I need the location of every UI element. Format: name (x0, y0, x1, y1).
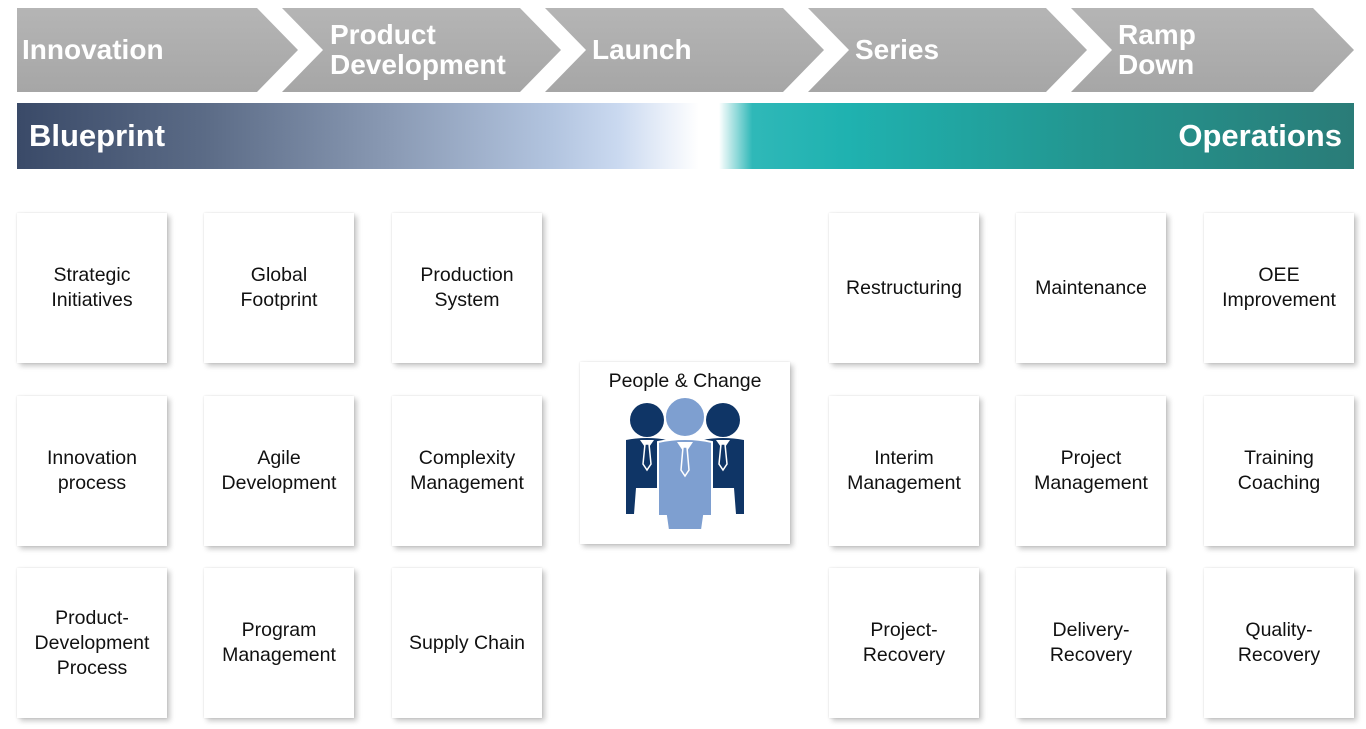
phase-label-launch: Launch (592, 34, 692, 65)
tile-delivery-recovery: Delivery- Recovery (1016, 568, 1166, 718)
tile-agile-development: Agile Development (204, 396, 354, 546)
tile-supply-chain: Supply Chain (392, 568, 542, 718)
tile-complexity-management: Complexity Management (392, 396, 542, 546)
tile-interim-management: Interim Management (829, 396, 979, 546)
blueprint-operations-band: Blueprint Operations (17, 103, 1354, 169)
chevron-ramp-down (1071, 8, 1354, 92)
tile-project-management: Project Management (1016, 396, 1166, 546)
tile-program-management: Program Management (204, 568, 354, 718)
tile-maintenance: Maintenance (1016, 213, 1166, 363)
tile-global-footprint: Global Footprint (204, 213, 354, 363)
phase-label-series: Series (855, 34, 940, 65)
phase-label-product-development: Product Development (330, 19, 506, 80)
phase-chevrons: Innovation Product Development Launch Se… (0, 0, 1366, 100)
phase-label-ramp-down: Ramp Down (1118, 19, 1196, 80)
tile-product-development-process: Product- Development Process (17, 568, 167, 718)
people-group-icon (626, 398, 744, 531)
tile-oee-improvement: OEE Improvement (1204, 213, 1354, 363)
tile-quality-recovery: Quality- Recovery (1204, 568, 1354, 718)
tile-training-coaching: Training Coaching (1204, 396, 1354, 546)
chevron-product-development (282, 8, 561, 92)
chevron-launch (545, 8, 824, 92)
band-label-blueprint: Blueprint (29, 118, 166, 153)
chevron-series (808, 8, 1087, 92)
chevron-shapes (17, 8, 1354, 92)
tile-project-recovery: Project- Recovery (829, 568, 979, 718)
tile-restructuring: Restructuring (829, 213, 979, 363)
phase-label-innovation: Innovation (22, 34, 164, 65)
band-label-operations: Operations (1178, 118, 1342, 153)
people-change-title: People & Change (608, 370, 762, 392)
tile-people-and-change: People & Change (580, 362, 790, 544)
tile-strategic-initiatives: Strategic Initiatives (17, 213, 167, 363)
tile-innovation-process: Innovation process (17, 396, 167, 546)
chevron-innovation (17, 8, 298, 92)
tile-production-system: Production System (392, 213, 542, 363)
